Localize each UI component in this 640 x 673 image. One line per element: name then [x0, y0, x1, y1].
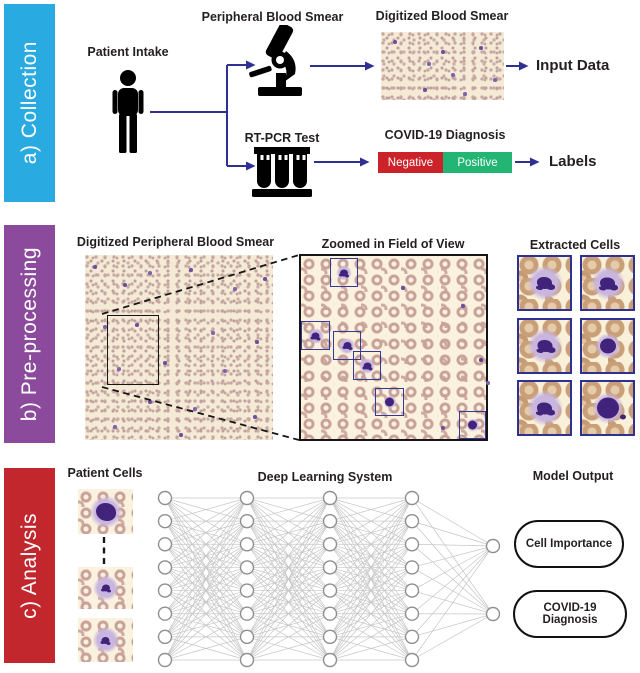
covid-diagnosis-label: COVID-19 Diagnosis: [384, 128, 506, 142]
extracted-cell-tile: [517, 255, 572, 311]
section-collection-bar: a) Collection: [4, 4, 55, 202]
microscope-icon: [249, 25, 302, 96]
covid-diagnosis-badges: Negative Positive: [378, 152, 512, 173]
rt-pcr-test-label: RT-PCR Test: [244, 131, 320, 145]
patient-cell-tile: [78, 618, 133, 662]
cell-bounding-box: [459, 411, 486, 439]
digitized-smear-image: [85, 255, 273, 440]
zoomed-fov-title: Zoomed in Field of View: [321, 237, 465, 251]
patient-cell-tile: [78, 567, 133, 609]
digitized-peripheral-blood-smear-title: Digitized Peripheral Blood Smear: [76, 235, 275, 249]
input-data-label: Input Data: [536, 57, 610, 74]
cell-bounding-box: [375, 388, 404, 416]
peripheral-blood-smear-label: Peripheral Blood Smear: [201, 10, 344, 24]
model-output-title: Model Output: [532, 469, 614, 483]
section-analysis-label: c) Analysis: [17, 512, 41, 619]
negative-badge: Negative: [378, 152, 443, 173]
patient-cells-title: Patient Cells: [67, 466, 143, 480]
extracted-cell-tile: [580, 255, 635, 311]
output-pill-cell-importance: Cell Importance: [514, 520, 624, 568]
wbc-specks: [393, 40, 397, 44]
positive-badge: Positive: [443, 152, 512, 173]
patient-cell-tile: [78, 489, 133, 534]
wbc-specks: [401, 286, 405, 290]
extracted-cell-tile: [580, 318, 635, 374]
wbc-specks: [93, 265, 97, 269]
output-pill-covid-diagnosis: COVID-19 Diagnosis: [513, 590, 627, 638]
digitized-blood-smear-label: Digitized Blood Smear: [375, 9, 509, 23]
extracted-cell-tile: [580, 380, 635, 436]
output-pill-label: COVID-19 Diagnosis: [542, 602, 598, 626]
patient-intake-label: Patient Intake: [87, 45, 169, 59]
labels-label: Labels: [549, 153, 597, 170]
deep-learning-system-title: Deep Learning System: [257, 470, 393, 484]
cell-bounding-box: [330, 258, 358, 287]
section-analysis-bar: c) Analysis: [4, 468, 55, 663]
cell-bounding-box: [333, 331, 361, 360]
output-pill-label: Cell Importance: [525, 538, 613, 550]
extracted-cell-tile: [517, 380, 572, 436]
cell-bounding-box: [353, 351, 381, 380]
test-tube-rack-icon: [252, 147, 312, 197]
zoom-selection-box: [107, 315, 159, 385]
zoomed-fov-image: [299, 254, 488, 441]
cell-bounding-box: [301, 321, 330, 350]
digitized-blood-smear-image: [381, 32, 504, 100]
section-preprocessing-bar: b) Pre-processing: [4, 225, 55, 443]
section-collection-label: a) Collection: [17, 41, 41, 165]
extracted-cells-title: Extracted Cells: [529, 238, 621, 252]
patient-icon: [112, 70, 144, 153]
extracted-cell-tile: [517, 318, 572, 374]
section-preprocessing-label: b) Pre-processing: [17, 246, 41, 422]
